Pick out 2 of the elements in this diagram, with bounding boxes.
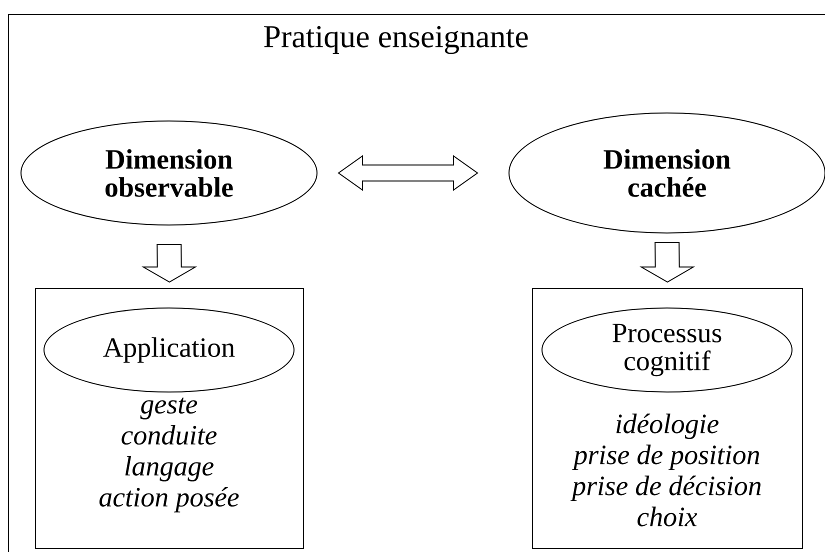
block-arrow xyxy=(639,242,696,283)
block-arrow xyxy=(141,244,198,283)
